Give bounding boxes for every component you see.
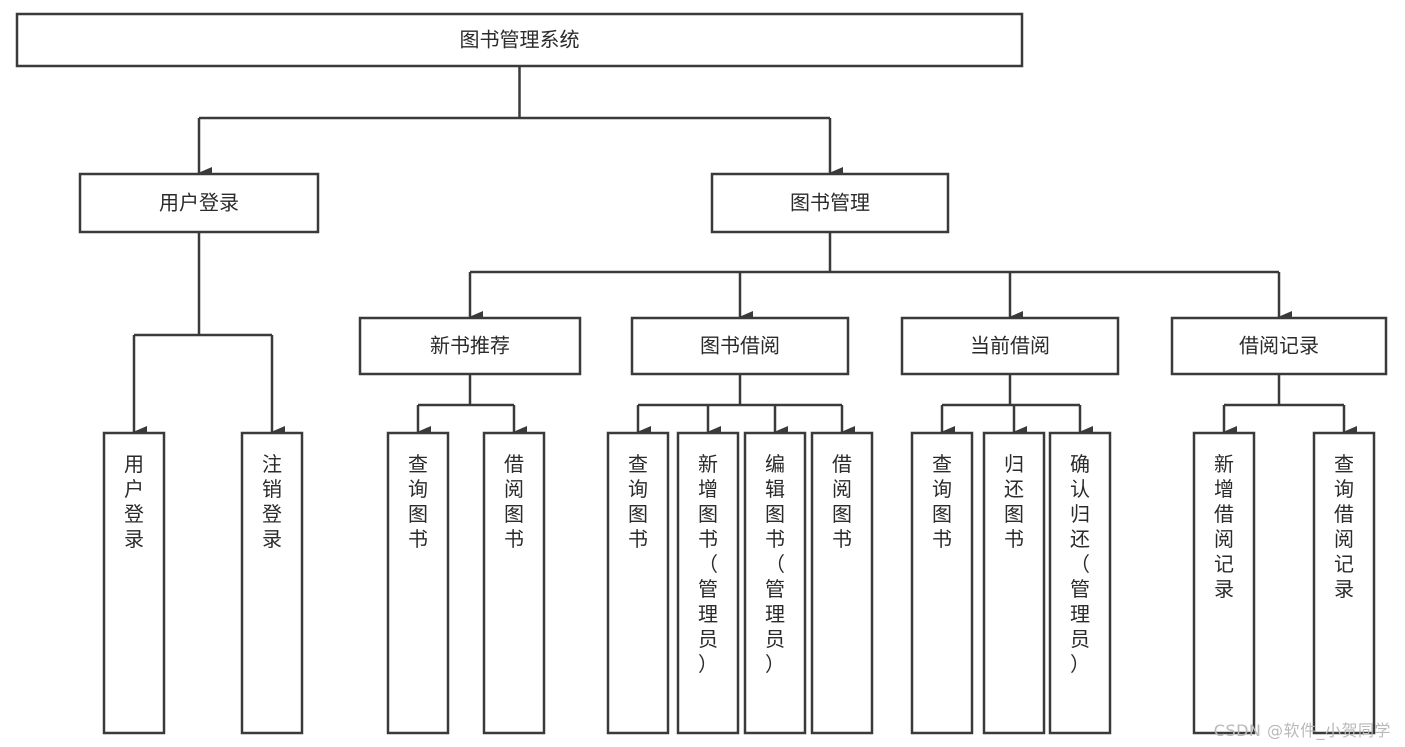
leaf-leaf-confirm-return-label: 确认归还（管理员） [1070, 452, 1090, 676]
leaf-leaf-query-book-1-rect[interactable] [386, 431, 450, 735]
node-current-borrow[interactable]: 当前借阅 [900, 316, 1120, 376]
node-user-login-rect[interactable] [78, 172, 320, 234]
leaf-leaf-edit-book[interactable]: 编辑图书（管理员） [743, 431, 807, 735]
node-new-book-recommend-label: 新书推荐 [430, 334, 510, 358]
node-book-borrow-rect[interactable] [630, 316, 850, 376]
leaf-leaf-add-record-rect[interactable] [1192, 431, 1256, 735]
leaf-leaf-edit-book-label: 编辑图书（管理员） [765, 452, 785, 676]
node-current-borrow-rect[interactable] [900, 316, 1120, 376]
leaf-leaf-query-record-rect[interactable] [1312, 431, 1376, 735]
node-new-book-recommend[interactable]: 新书推荐 [358, 316, 582, 376]
node-current-borrow-label: 当前借阅 [970, 334, 1050, 358]
leaf-leaf-return-book[interactable]: 归还图书 [982, 431, 1046, 735]
leaf-leaf-edit-book-rect[interactable] [743, 431, 807, 735]
leaf-leaf-query-book-3[interactable]: 查询图书 [910, 431, 974, 735]
leaf-leaf-borrow-book-1-label: 借阅图书 [504, 452, 524, 551]
boxes-layer: 图书管理系统用户登录图书管理新书推荐图书借阅当前借阅借阅记录用户登录注销登录查询… [15, 12, 1388, 735]
leaf-leaf-query-book-3-rect[interactable] [910, 431, 974, 735]
leaf-leaf-user-login-rect[interactable] [102, 431, 166, 735]
connectors-layer [132, 66, 1357, 438]
leaf-leaf-query-record[interactable]: 查询借阅记录 [1312, 431, 1376, 735]
node-new-book-recommend-rect[interactable] [358, 316, 582, 376]
node-borrow-record[interactable]: 借阅记录 [1170, 316, 1388, 376]
node-borrow-record-rect[interactable] [1170, 316, 1388, 376]
leaf-leaf-user-logout[interactable]: 注销登录 [240, 431, 304, 735]
node-root-rect[interactable] [15, 12, 1024, 68]
leaf-leaf-query-book-2-rect[interactable] [606, 431, 670, 735]
leaf-leaf-add-book[interactable]: 新增图书（管理员） [676, 431, 740, 735]
leaf-leaf-user-login[interactable]: 用户登录 [102, 431, 166, 735]
leaf-leaf-borrow-book-1-rect[interactable] [482, 431, 546, 735]
leaf-leaf-user-login-label: 用户登录 [124, 452, 144, 551]
node-borrow-record-label: 借阅记录 [1239, 334, 1319, 358]
leaf-leaf-query-book-2[interactable]: 查询图书 [606, 431, 670, 735]
leaf-leaf-query-book-1[interactable]: 查询图书 [386, 431, 450, 735]
node-book-manage-rect[interactable] [710, 172, 950, 234]
node-book-manage[interactable]: 图书管理 [710, 172, 950, 234]
leaf-leaf-add-book-label: 新增图书（管理员） [698, 452, 718, 676]
node-user-login-label: 用户登录 [159, 191, 239, 215]
leaf-leaf-query-book-1-label: 查询图书 [408, 452, 428, 551]
leaf-leaf-borrow-book-2-rect[interactable] [810, 431, 874, 735]
node-root[interactable]: 图书管理系统 [15, 12, 1024, 68]
node-book-borrow-label: 图书借阅 [700, 334, 780, 358]
leaf-leaf-user-logout-label: 注销登录 [262, 452, 282, 551]
leaf-leaf-borrow-book-1[interactable]: 借阅图书 [482, 431, 546, 735]
leaf-leaf-query-book-3-label: 查询图书 [932, 452, 952, 551]
leaf-leaf-query-book-2-label: 查询图书 [628, 452, 648, 551]
leaf-leaf-confirm-return[interactable]: 确认归还（管理员） [1048, 431, 1112, 735]
leaf-leaf-borrow-book-2[interactable]: 借阅图书 [810, 431, 874, 735]
node-book-borrow[interactable]: 图书借阅 [630, 316, 850, 376]
leaf-leaf-add-record-label: 新增借阅记录 [1214, 452, 1234, 601]
node-user-login[interactable]: 用户登录 [78, 172, 320, 234]
leaf-leaf-add-book-rect[interactable] [676, 431, 740, 735]
leaf-leaf-user-logout-rect[interactable] [240, 431, 304, 735]
node-root-label: 图书管理系统 [460, 28, 580, 52]
leaf-leaf-return-book-label: 归还图书 [1004, 452, 1024, 551]
node-book-manage-label: 图书管理 [790, 191, 870, 215]
leaf-leaf-add-record[interactable]: 新增借阅记录 [1192, 431, 1256, 735]
leaf-leaf-query-record-label: 查询借阅记录 [1334, 452, 1354, 601]
leaf-leaf-confirm-return-rect[interactable] [1048, 431, 1112, 735]
watermark-text: CSDN @软件_小贺同学 [1213, 721, 1391, 740]
leaf-leaf-borrow-book-2-label: 借阅图书 [832, 452, 852, 551]
leaf-leaf-return-book-rect[interactable] [982, 431, 1046, 735]
